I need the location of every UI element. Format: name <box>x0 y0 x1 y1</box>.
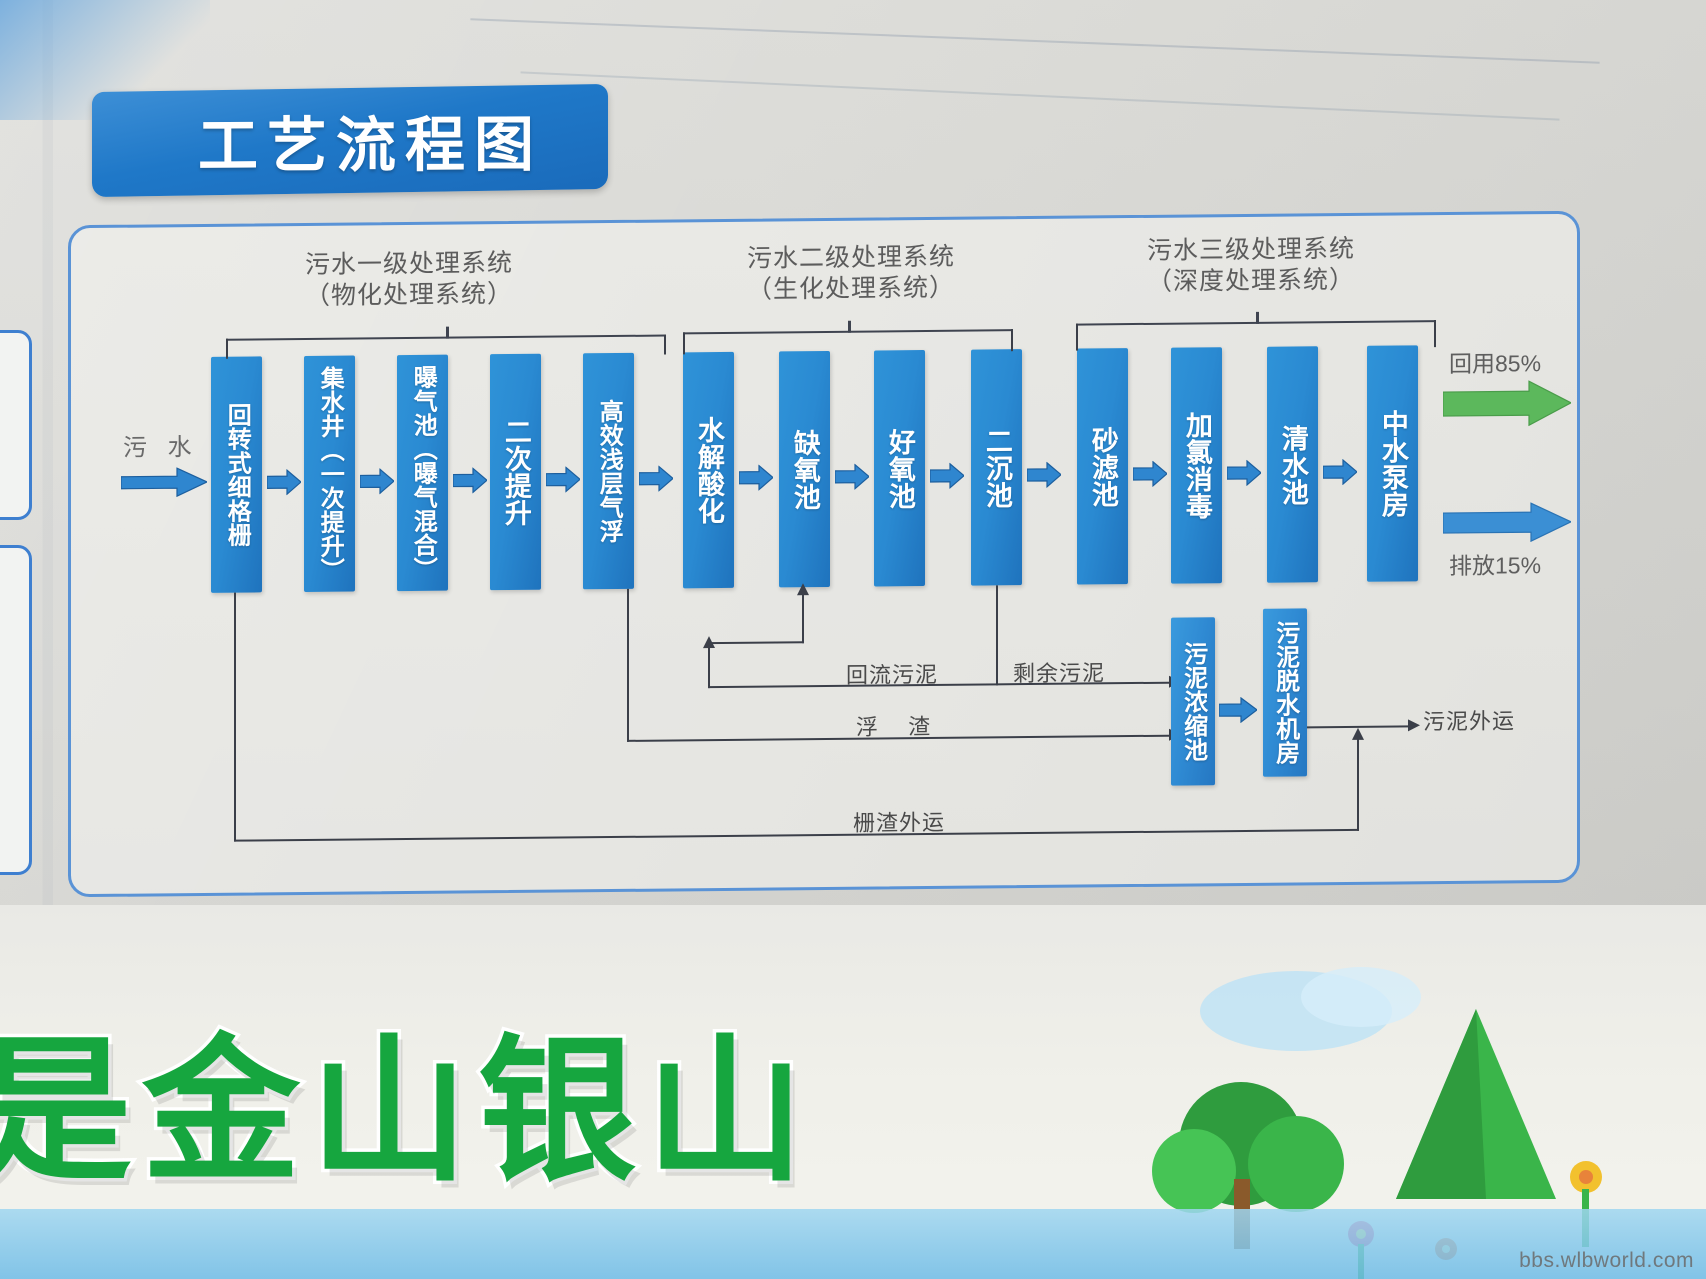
screenings-out-label: 栅渣外运 <box>853 809 946 836</box>
sludge-box-dewatering-room[interactable]: 污泥脱水机房 <box>1263 608 1307 777</box>
process-box-secondary-clarifier[interactable]: 二沉池 <box>971 349 1022 586</box>
bracket-stub <box>1011 329 1014 352</box>
process-box-second-lift[interactable]: 二次提升 <box>490 353 541 591</box>
overhead-wire-icon <box>520 71 1560 121</box>
process-box-sand-filter[interactable]: 砂滤池 <box>1077 348 1128 585</box>
sludge-out-arrowhead-icon <box>1406 718 1420 732</box>
process-box-reclaimed-water-pump-room[interactable]: 中水泵房 <box>1367 345 1418 582</box>
bracket-stub <box>226 338 229 359</box>
flow-arrow-icon <box>835 463 869 490</box>
return-sludge-arrowhead-icon-2 <box>702 636 716 650</box>
bracket-tick <box>1256 311 1259 324</box>
process-box-aeration-tank[interactable]: 曝气池（曝气混合） <box>397 354 448 592</box>
outlet-discharge-arrow-icon <box>1442 502 1573 543</box>
outlet-discharge-label: 排放15% <box>1449 552 1542 580</box>
screenings-line <box>234 828 1359 842</box>
section-bracket-secondary <box>683 320 1013 351</box>
inlet-label: 污 水 <box>123 434 199 462</box>
inlet-arrow-icon <box>120 467 209 498</box>
process-box-clear-water-tank[interactable]: 清水池 <box>1267 346 1318 583</box>
flow-arrow-icon <box>546 466 580 493</box>
overhead-wire-icon <box>470 18 1600 64</box>
sludge-box-thickening-tank[interactable]: 污泥浓缩池 <box>1171 617 1215 786</box>
page-title-plaque: 工艺流程图 <box>92 83 608 198</box>
flow-arrow-icon <box>267 469 301 496</box>
bottom-slogan-band: 是金山银山 bbs.wlbworld.com <box>0 905 1706 1279</box>
flow-arrow-icon <box>739 464 773 491</box>
bracket-tick <box>446 326 449 339</box>
screenings-arrowhead-icon <box>1351 727 1365 742</box>
scum-down-line <box>627 588 630 742</box>
slogan-text: 是金山银山 <box>0 1021 814 1204</box>
screenings-up-line <box>1357 733 1360 831</box>
flow-arrow-icon <box>1027 461 1061 489</box>
section-header-primary: 污水一级处理系统 （物化处理系统） <box>304 248 513 310</box>
return-sludge-label: 回流污泥 <box>846 661 939 688</box>
section-header-secondary: 污水二级处理系统 （生化处理系统） <box>746 242 955 304</box>
page-title: 工艺流程图 <box>197 110 543 180</box>
adjacent-panel-top <box>0 330 32 520</box>
process-flow-diagram: 污水一级处理系统 （物化处理系统） 污水二级处理系统 （生化处理系统） 污水三级… <box>68 210 1580 898</box>
water-strip <box>0 1209 1706 1279</box>
flow-arrow-icon <box>453 467 487 494</box>
process-box-rotary-screen[interactable]: 回转式细格栅 <box>211 356 262 593</box>
scum-label: 浮 渣 <box>856 713 943 740</box>
outlet-reuse-label: 回用85% <box>1449 350 1542 378</box>
adjacent-panel-bottom <box>0 545 32 875</box>
process-box-aerobic-tank[interactable]: 好氧池 <box>874 350 925 587</box>
flow-arrow-icon <box>639 465 673 492</box>
section-bracket-tertiary <box>1076 311 1436 342</box>
flow-arrow-icon <box>360 468 394 495</box>
process-box-chlorination[interactable]: 加氯消毒 <box>1171 347 1222 584</box>
bracket-stub <box>1434 320 1437 348</box>
flow-arrow-icon <box>1323 458 1357 486</box>
process-box-hydrolysis-acidification[interactable]: 水解酸化 <box>683 351 734 589</box>
process-box-collection-well[interactable]: 集水井（一次提升） <box>304 355 355 592</box>
bracket-stub <box>664 334 667 355</box>
flow-arrow-icon <box>1133 460 1167 488</box>
outlet-reuse-arrow-icon <box>1442 380 1573 427</box>
bracket-stub <box>683 332 686 355</box>
process-box-anoxic-tank[interactable]: 缺氧池 <box>779 350 830 588</box>
diagram-canvas: 污水一级处理系统 （物化处理系统） 污水二级处理系统 （生化处理系统） 污水三级… <box>71 214 1577 894</box>
bracket-tick <box>848 320 851 333</box>
process-box-shallow-air-flotation[interactable]: 高效浅层气浮 <box>583 352 634 590</box>
bracket-stub <box>1076 323 1079 351</box>
flow-arrow-icon <box>1227 459 1261 487</box>
screenings-down-line <box>234 592 237 842</box>
excess-sludge-label: 剩余污泥 <box>1013 660 1106 687</box>
section-header-tertiary: 污水三级处理系统 （深度处理系统） <box>1146 234 1355 296</box>
flow-arrow-icon <box>930 462 964 489</box>
flow-arrow-icon <box>1218 696 1258 724</box>
return-sludge-down-line <box>996 585 999 686</box>
sludge-out-label: 污泥外运 <box>1423 708 1516 735</box>
return-sludge-link <box>708 641 804 645</box>
watermark-text: bbs.wlbworld.com <box>1519 1249 1694 1272</box>
return-sludge-arrowhead-icon <box>796 583 810 597</box>
